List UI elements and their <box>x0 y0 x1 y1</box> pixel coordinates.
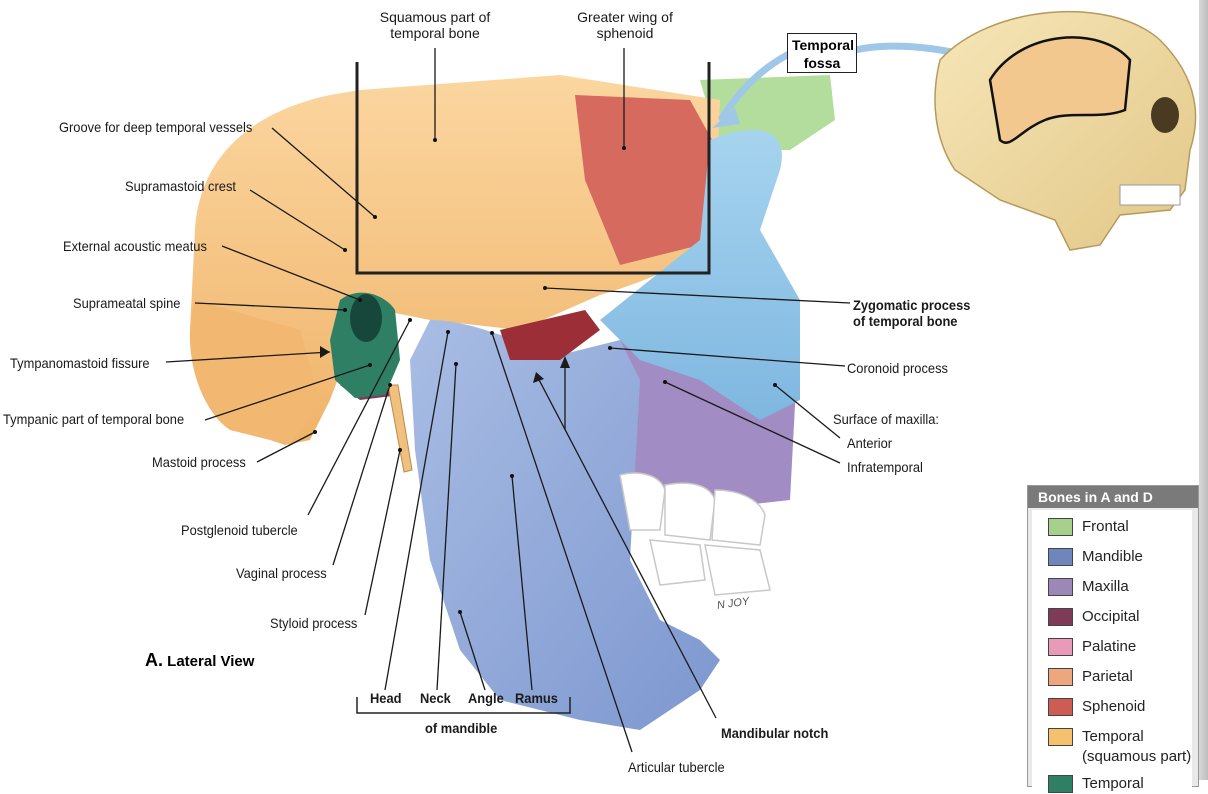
label-infratemporal: Infratemporal <box>847 459 923 475</box>
legend-swatch <box>1048 518 1073 536</box>
legend-swatch <box>1048 638 1073 656</box>
label-tympanic-part: Tympanic part of temporal bone <box>3 411 185 427</box>
legend-swatch <box>1048 608 1073 626</box>
skull-thumbnail <box>934 10 1197 251</box>
panel-letter: A. <box>145 650 163 670</box>
panel-title: A. Lateral View <box>145 650 254 671</box>
legend-swatch <box>1048 728 1073 746</box>
page-edge-bar <box>1199 0 1208 780</box>
legend-swatch <box>1048 698 1073 716</box>
label-greater-wing: Greater wing of sphenoid <box>577 9 673 41</box>
label-supramastoid-crest: Supramastoid crest <box>125 178 236 194</box>
label-neck: Neck <box>420 690 451 706</box>
label-groove-deep-temporal: Groove for deep temporal vessels <box>59 119 253 135</box>
temporal-fossa-arrowhead <box>712 108 740 128</box>
label-tympanomastoid-fissure: Tympanomastoid fissure <box>10 355 150 371</box>
label-squamous-part: Squamous part of temporal bone <box>379 9 491 41</box>
label-ramus: Ramus <box>515 690 558 706</box>
external-acoustic-meatus-shape <box>350 294 382 342</box>
label-anterior: Anterior <box>847 435 893 451</box>
label-postglenoid-tubercle: Postglenoid tubercle <box>181 522 298 538</box>
legend-swatch <box>1048 578 1073 596</box>
frontal-bone-region <box>700 75 835 150</box>
label-coronoid-process: Coronoid process <box>847 360 948 376</box>
label-styloid-process: Styloid process <box>270 615 358 631</box>
label-vaginal-process: Vaginal process <box>236 565 327 581</box>
mandible-bracket <box>356 697 571 714</box>
label-head: Head <box>370 690 402 706</box>
legend-swatch <box>1048 548 1073 566</box>
legend-swatch <box>1048 775 1073 793</box>
panel-view-name: Lateral View <box>167 653 255 670</box>
label-suprameatal-spine: Suprameatal spine <box>73 295 181 311</box>
label-articular-tubercle: Articular tubercle <box>628 759 725 775</box>
mandible-shape <box>410 320 720 730</box>
bones-legend: Bones in A and D Frontal Mandible Maxill… <box>1027 485 1199 793</box>
label-surface-of-maxilla: Surface of maxilla: <box>833 411 939 427</box>
squamous-bracket <box>355 62 711 275</box>
label-mandibular-notch: Mandibular notch <box>721 725 829 741</box>
mastoid-lobe-shape <box>189 300 320 445</box>
notch-region-shape <box>500 310 600 360</box>
sphenoid-greater-wing-shape <box>575 95 715 265</box>
styloid-process-shape <box>387 384 413 473</box>
legend-title: Bones in A and D <box>1028 486 1198 508</box>
teeth-shapes <box>619 472 771 596</box>
label-zygomatic-process: Zygomatic process of temporal bone <box>853 297 971 329</box>
temporal-fossa-callout: Temporal fossa <box>787 33 857 73</box>
legend-body: Frontal Mandible Maxilla Occipital Palat… <box>1032 510 1192 793</box>
label-mastoid-process: Mastoid process <box>152 454 246 470</box>
legend-swatch <box>1048 668 1073 686</box>
label-angle: Angle <box>468 690 504 706</box>
label-external-acoustic-meatus: External acoustic meatus <box>63 238 207 254</box>
leader-arrowheads <box>320 346 570 383</box>
leader-lines <box>165 48 851 753</box>
label-of-mandible: of mandible <box>425 720 498 736</box>
zygomatic-region-shape <box>600 130 800 420</box>
leader-dots <box>313 138 777 614</box>
